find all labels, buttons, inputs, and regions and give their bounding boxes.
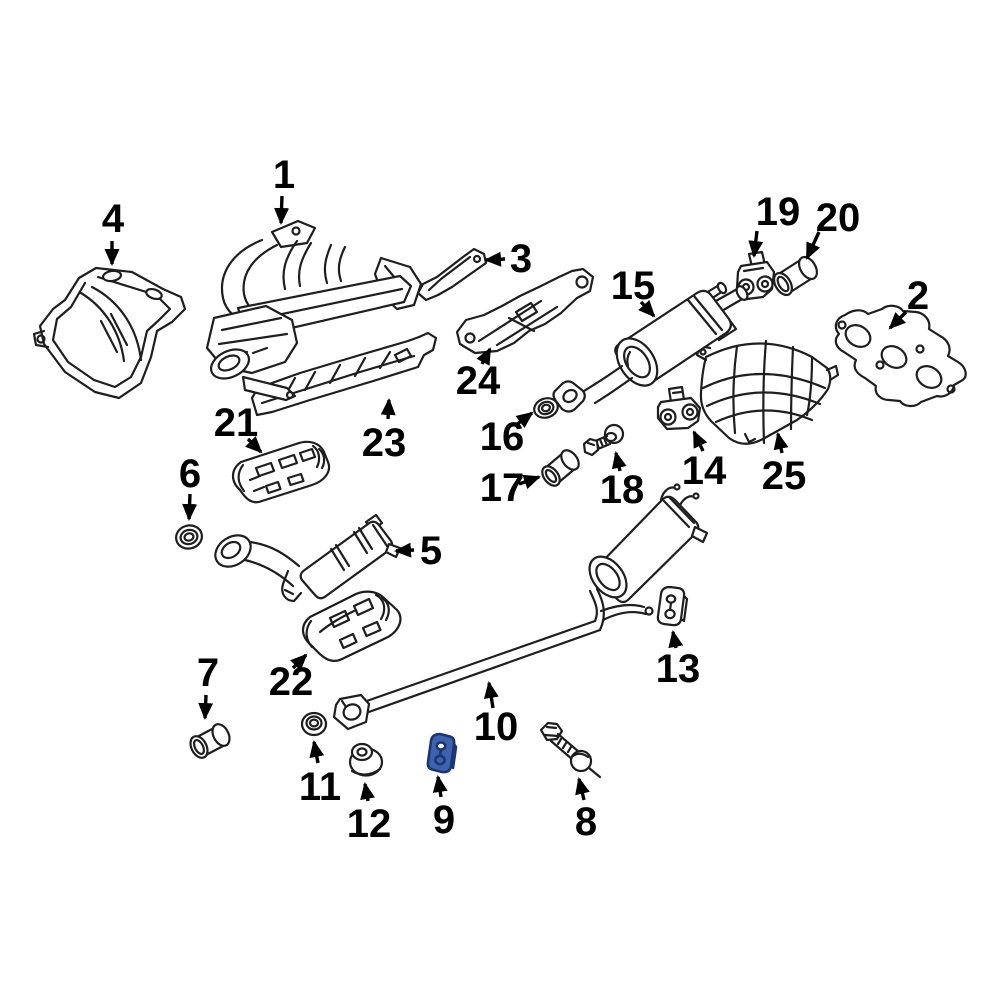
part-drawings — [32, 219, 967, 779]
callout-17: 17 — [480, 466, 541, 510]
callout-2-arrow — [888, 310, 908, 330]
callout-2-label: 2 — [907, 274, 929, 318]
callout-7: 7 — [197, 651, 219, 720]
callout-8-arrow — [575, 777, 590, 801]
callout-24-arrow — [476, 347, 492, 366]
callout-13: 13 — [656, 630, 701, 691]
callout-16-label: 16 — [480, 415, 525, 459]
callout-14-label: 14 — [682, 449, 727, 493]
callout-10: 10 — [474, 681, 519, 749]
callout-12-label: 12 — [347, 802, 392, 846]
callout-15-label: 15 — [611, 264, 656, 308]
callout-18-label: 18 — [600, 468, 645, 512]
callout-13-arrow — [668, 630, 684, 649]
callout-11: 11 — [299, 740, 341, 809]
callout-7-arrow — [198, 694, 214, 720]
callout-18: 18 — [600, 451, 645, 512]
callout-4-label: 4 — [102, 197, 125, 241]
callout-14: 14 — [682, 430, 727, 493]
callout-6-arrow — [182, 493, 198, 521]
callout-20-label: 20 — [816, 196, 861, 240]
part-22-heat-shield-drawing — [302, 590, 402, 663]
callout-3-arrow — [484, 251, 506, 267]
callout-23-label: 23 — [362, 421, 407, 465]
callout-21-arrow — [245, 436, 263, 454]
callout-17-arrow — [518, 474, 541, 490]
callout-10-label: 10 — [474, 705, 519, 749]
callout-19-label: 19 — [756, 190, 801, 234]
part-24-heat-shield-drawing — [455, 267, 595, 355]
callout-24: 24 — [456, 347, 501, 403]
callout-25-label: 25 — [762, 454, 807, 498]
part-13-hanger-drawing — [656, 585, 689, 627]
callout-9: 9 — [432, 775, 455, 842]
callout-1-label: 1 — [273, 153, 295, 197]
part-9-hanger-highlighted-drawing — [426, 732, 458, 774]
part-25-heat-shield-drawing — [695, 339, 840, 445]
callout-11-arrow — [309, 740, 325, 764]
callout-22-label: 22 — [269, 660, 314, 704]
callouts: 1 2 3 4 5 6 7 8 — [102, 153, 929, 846]
callout-17-label: 17 — [480, 466, 525, 510]
part-6-gasket-ring-drawing — [174, 524, 204, 550]
part-7-spacer-tube-drawing — [189, 723, 231, 759]
callout-15-arrow — [638, 299, 656, 318]
callout-20-arrow — [805, 231, 821, 260]
callout-3: 3 — [484, 237, 532, 281]
part-10-center-pipe-drawing — [332, 483, 709, 731]
callout-23: 23 — [362, 398, 407, 465]
callout-12: 12 — [347, 782, 392, 846]
callout-5-label: 5 — [420, 529, 442, 573]
callout-18-arrow — [611, 451, 627, 472]
callout-20: 20 — [805, 196, 861, 260]
callout-14-arrow — [692, 430, 708, 452]
callout-19: 19 — [748, 190, 801, 258]
part-12-grommet-drawing — [348, 742, 384, 777]
callout-23-arrow — [380, 398, 396, 420]
callout-22-arrow — [290, 653, 308, 671]
part-2-gasket-drawing — [834, 304, 967, 408]
callout-1: 1 — [273, 153, 295, 225]
callout-5-arrow — [394, 542, 415, 558]
callout-12-arrow — [360, 782, 375, 802]
part-21-heat-shield-drawing — [231, 440, 331, 504]
part-17-spacer-tube-drawing — [541, 449, 580, 487]
callout-16-arrow — [514, 411, 534, 428]
callout-11-label: 11 — [299, 765, 341, 809]
part-8-bolt-drawing — [539, 721, 602, 779]
callout-1-arrow — [274, 195, 290, 225]
callout-3-label: 3 — [510, 237, 532, 281]
part-1-exhaust-manifold-drawing — [205, 219, 423, 402]
part-18-bolt-drawing — [582, 423, 625, 457]
callout-24-label: 24 — [456, 359, 501, 403]
callout-10-arrow — [483, 681, 499, 709]
callout-22: 22 — [269, 653, 314, 704]
callout-21: 21 — [214, 401, 263, 454]
callout-8: 8 — [575, 777, 597, 844]
callout-16: 16 — [480, 411, 534, 459]
part-11-gasket-ring-drawing — [300, 711, 328, 737]
callout-21-label: 21 — [214, 401, 259, 445]
callout-13-label: 13 — [656, 647, 701, 691]
callout-2: 2 — [888, 274, 929, 330]
callout-5: 5 — [394, 529, 442, 573]
callout-15: 15 — [611, 264, 656, 318]
callout-8-label: 8 — [575, 800, 597, 844]
part-15-muffler-drawing — [552, 281, 749, 413]
part-14-hanger-bracket-drawing — [656, 385, 702, 431]
callout-25: 25 — [762, 432, 807, 498]
callout-6: 6 — [179, 452, 201, 521]
callout-9-label: 9 — [433, 798, 455, 842]
callout-19-arrow — [748, 230, 764, 258]
callout-6-label: 6 — [179, 452, 201, 496]
callout-9-arrow — [432, 775, 448, 798]
callout-7-label: 7 — [197, 651, 219, 695]
part-16-gasket-ring-drawing — [533, 397, 559, 419]
callout-25-arrow — [773, 432, 789, 454]
part-20-spacer-tube-drawing — [772, 255, 819, 297]
callout-4: 4 — [102, 197, 125, 266]
part-4-heat-shield-drawing — [32, 266, 187, 400]
